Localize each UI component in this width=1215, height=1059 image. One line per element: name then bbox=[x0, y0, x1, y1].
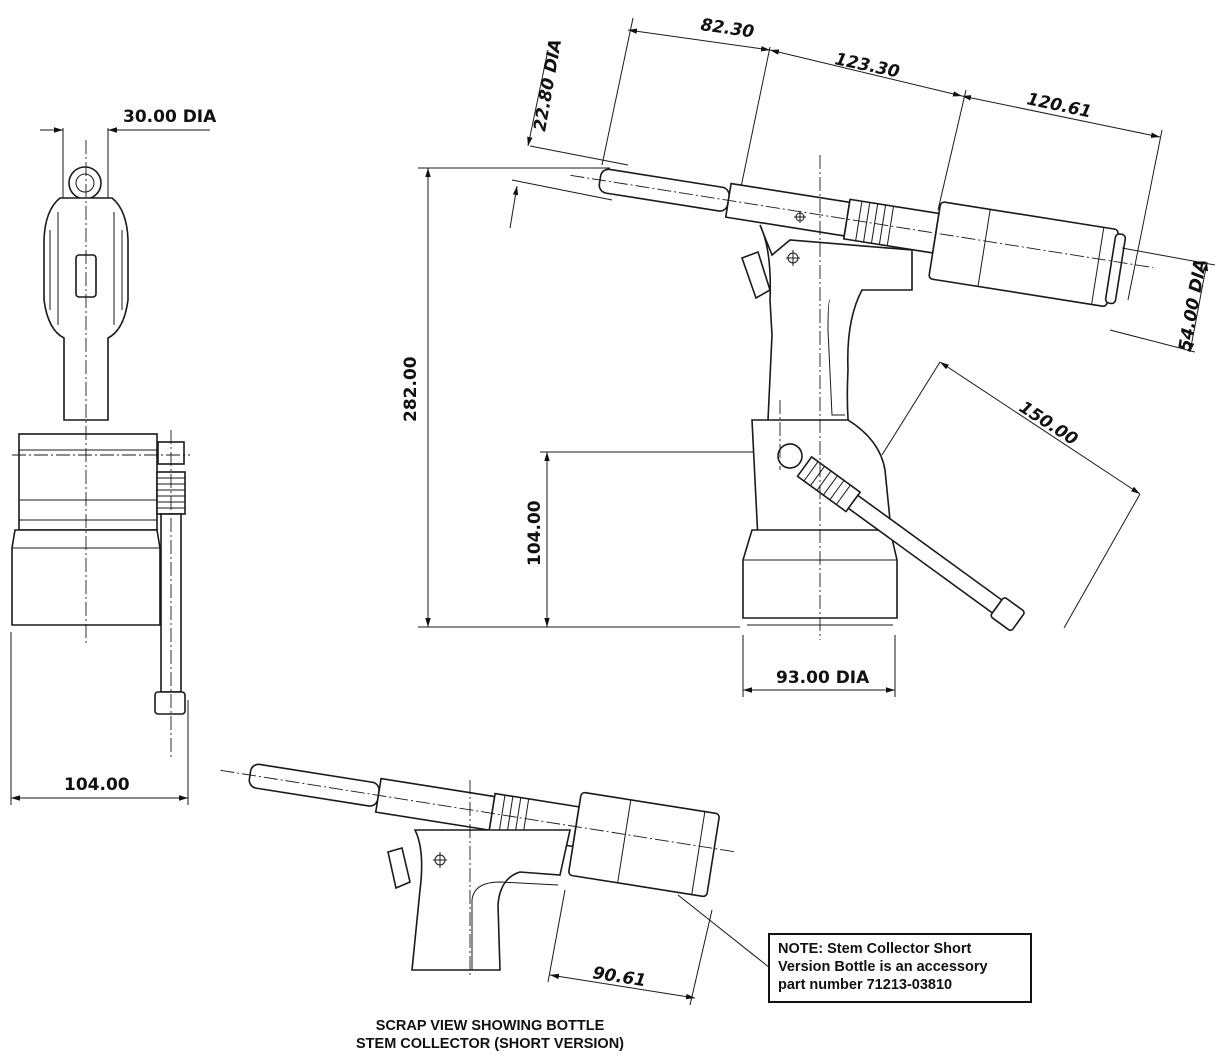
note-line3: part number 71213-03810 bbox=[778, 977, 953, 993]
note-line2: Version Bottle is an accessory bbox=[778, 959, 988, 975]
side-len-2-label: 123.30 bbox=[833, 49, 901, 82]
scrap-view: 90.61 SCRAP VIEW SHOWING BOTTLE STEM COL… bbox=[220, 763, 771, 1052]
dim-side-height: 282.00 bbox=[401, 167, 740, 628]
side-nose-dia-label: 22.80 DIA bbox=[530, 38, 566, 133]
side-body-dia-label: 54.00 DIA bbox=[1175, 258, 1211, 353]
front-view: 30.00 DIA bbox=[10, 107, 217, 805]
side-height-label: 282.00 bbox=[401, 356, 421, 422]
dim-scrap-bottle: 90.61 bbox=[547, 889, 713, 1006]
scrap-caption-line2: STEM COLLECTOR (SHORT VERSION) bbox=[356, 1036, 624, 1052]
scrap-bottle bbox=[568, 791, 720, 898]
note-leader bbox=[677, 894, 771, 969]
dim-side-body-dia: 54.00 DIA bbox=[1109, 247, 1215, 353]
scrap-caption-line1: SCRAP VIEW SHOWING BOTTLE bbox=[376, 1018, 605, 1034]
front-collector-cap bbox=[154, 691, 186, 715]
side-len-3-label: 120.61 bbox=[1025, 89, 1093, 122]
dim-side-nose: 22.80 DIA bbox=[509, 38, 629, 229]
side-base-dia-label: 93.00 DIA bbox=[776, 668, 870, 688]
scrap-bottle-len-label: 90.61 bbox=[591, 963, 647, 991]
side-base-height-label: 104.00 bbox=[525, 500, 545, 566]
dim-front-nose: 30.00 DIA bbox=[40, 107, 217, 200]
side-view: 82.30 123.30 120.61 22.80 DIA 282.00 104… bbox=[401, 15, 1215, 697]
side-collector-cap bbox=[990, 597, 1025, 632]
scrap-trigger bbox=[387, 847, 411, 890]
side-trigger bbox=[740, 250, 771, 300]
dim-side-collector: 150.00 bbox=[881, 361, 1141, 629]
front-nose-tip bbox=[68, 166, 102, 200]
note-line1: NOTE: Stem Collector Short bbox=[778, 941, 972, 957]
dim-side-base-height: 104.00 bbox=[525, 451, 760, 627]
front-nose-dia-label: 30.00 DIA bbox=[123, 107, 217, 127]
front-width-label: 104.00 bbox=[64, 775, 130, 795]
side-len-1-label: 82.30 bbox=[699, 15, 755, 42]
side-collector-len-label: 150.00 bbox=[1015, 397, 1081, 450]
front-body bbox=[18, 433, 158, 531]
scrap-grip bbox=[411, 829, 571, 971]
scrap-head-housing bbox=[374, 777, 496, 832]
dim-front-width: 104.00 bbox=[10, 632, 189, 805]
front-head bbox=[43, 197, 129, 421]
note-box: NOTE: Stem Collector Short Version Bottl… bbox=[768, 933, 1032, 1003]
side-end-cap bbox=[1104, 233, 1127, 305]
side-cylinder bbox=[928, 201, 1119, 308]
dim-side-base-dia: 93.00 DIA bbox=[742, 635, 896, 697]
